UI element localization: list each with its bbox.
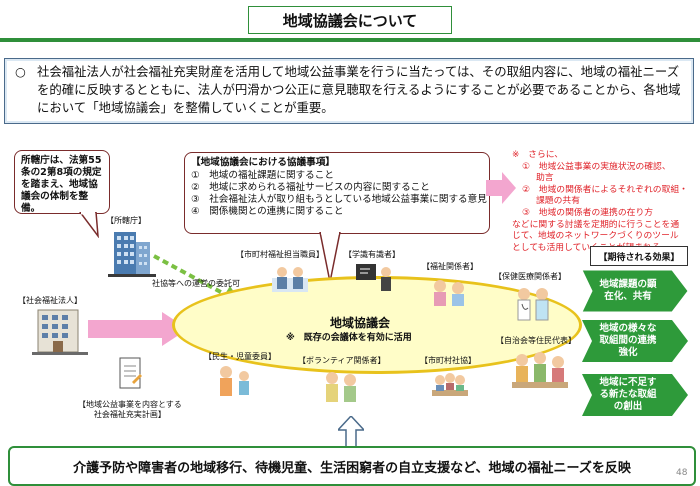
pink-arrow-right bbox=[486, 172, 516, 204]
furthermore-line: などに関する討議を定期的に行うことを通 bbox=[512, 219, 680, 230]
intro-text: 社会福祉法人が社会福祉充実財産を活用して地域公益事業を行うに当たっては、その取組… bbox=[37, 64, 681, 115]
effect-arrow-2: 地域の様々な 取組間の連携 強化 bbox=[582, 320, 688, 362]
council-title: 地域協議会 bbox=[330, 316, 391, 330]
bottom-banner: 介護予防や障害者の地域移行、待機児童、生活困窮者の自立支援など、地域の福祉ニーズ… bbox=[8, 446, 696, 486]
effect-line: る新たな取組 bbox=[599, 389, 657, 400]
authority-callout-tail bbox=[79, 212, 99, 238]
effect-arrow-shape bbox=[582, 374, 688, 416]
council-matters-callout: 【地域協議会における協議事項】 ① 地域の福祉課題に関すること ② 地域に求めら… bbox=[184, 152, 490, 234]
furthermore-line: ② 地域の関係者によるそれぞれの取組・ bbox=[522, 184, 688, 195]
matters-list: ① 地域の福祉課題に関すること ② 地域に求められる福祉サービスの内容に関するこ… bbox=[191, 170, 487, 218]
experts-label: 【学識有識者】 bbox=[344, 250, 400, 259]
matters-item: ④ 関係機関との連携に関すること bbox=[191, 206, 344, 217]
corporation-label: 【社会福祉法人】 bbox=[18, 296, 82, 305]
medical-label: 【保健医療関係者】 bbox=[494, 272, 566, 281]
intro-bullet: ○ bbox=[15, 64, 26, 79]
residents-label: 【自治会等住民代表】 bbox=[496, 336, 576, 345]
effect-text-3: 地域に不足す る新たな取組 の創出 bbox=[582, 374, 674, 416]
city-staff-people-icon bbox=[272, 267, 308, 292]
city-staff-label: 【市町村福祉担当職員】 bbox=[236, 250, 324, 259]
page-title: 地域協議会について bbox=[248, 6, 452, 34]
furthermore-line: 課題の共有 bbox=[536, 196, 580, 207]
up-arrow bbox=[338, 416, 364, 448]
authority-label: 【所轄庁】 bbox=[106, 216, 146, 225]
volunteer-label: 【ボランティア関係者】 bbox=[298, 356, 386, 365]
residents-community-icon bbox=[512, 352, 568, 388]
page-number: 48 bbox=[676, 468, 688, 478]
commission-label: 社協等への運営の委託可 bbox=[152, 279, 240, 288]
expected-effects-heading: 【期待される効果】 bbox=[590, 246, 688, 266]
effect-arrow-3: 地域に不足す る新たな取組 の創出 bbox=[582, 374, 688, 416]
shakyo-meeting-icon bbox=[432, 373, 468, 396]
corporation-building-icon bbox=[32, 309, 88, 355]
volunteer-people-icon bbox=[326, 372, 356, 402]
plan-document-icon bbox=[119, 357, 142, 389]
government-building-icon bbox=[108, 232, 156, 277]
furthermore-line: 助言 bbox=[536, 173, 554, 184]
title-underline bbox=[0, 38, 700, 42]
experts-lecture-icon bbox=[356, 264, 391, 291]
authority-note-callout: 所轄庁は、法第55条の2第8項の規定を踏まえ、地域協議会の体制を整備。 bbox=[14, 150, 110, 214]
matters-item: ① 地域の福祉課題に関すること bbox=[191, 170, 334, 181]
effect-line: 地域の様々な bbox=[599, 323, 657, 334]
furthermore-line: じて、地域のネットワークづくりのツール bbox=[512, 231, 679, 242]
effect-line: 在化、共有 bbox=[604, 291, 652, 302]
matters-item: ③ 社会福祉法人が取り組もうとしている地域公益事業に関する意見 bbox=[191, 194, 487, 205]
effect-arrow-shape bbox=[582, 320, 688, 362]
effect-text-1: 地域課題の顕 在化、共有 bbox=[582, 270, 674, 312]
furthermore-line: ① 地域公益事業の実施状況の確認、 bbox=[522, 161, 671, 172]
effect-line: 取組間の連携 bbox=[599, 335, 657, 346]
welfare-label: 【福祉関係者】 bbox=[422, 262, 478, 271]
effect-text-2: 地域の様々な 取組間の連携 強化 bbox=[582, 320, 674, 362]
matters-item: ② 地域に求められる福祉サービスの内容に関すること bbox=[191, 182, 430, 193]
plan-label: 【地域公益事業を内容とする 社会福祉充実計画】 bbox=[78, 400, 182, 420]
furthermore-note: ※ さらに、 ① 地域公益事業の実施状況の確認、 助言 ② 地域の関係者によるそ… bbox=[512, 150, 700, 254]
authority-note-text: 所轄庁は、法第55条の2第8項の規定を踏まえ、地域協議会の体制を整備。 bbox=[21, 155, 102, 214]
council-subtitle: ※ 既存の会議体を有効に活用 bbox=[286, 333, 412, 343]
effect-line: 地域に不足す bbox=[599, 377, 657, 388]
effect-line: の創出 bbox=[613, 401, 643, 412]
minsei-label: 【民生・児童委員】 bbox=[204, 352, 276, 361]
effect-line: 地域課題の顕 bbox=[599, 279, 657, 290]
matters-heading: 【地域協議会における協議事項】 bbox=[191, 157, 335, 168]
effect-line: 強化 bbox=[618, 347, 638, 358]
medical-staff-icon bbox=[517, 288, 549, 321]
effect-arrow-shape bbox=[582, 270, 688, 312]
pink-arrow-to-council bbox=[88, 312, 188, 346]
effect-arrow-1: 地域課題の顕 在化、共有 bbox=[582, 270, 688, 312]
plan-label-line: 【地域公益事業を内容とする bbox=[78, 400, 182, 409]
furthermore-lead: ※ さらに、 bbox=[512, 150, 564, 160]
bottom-banner-text: 介護予防や障害者の地域移行、待機児童、生活困窮者の自立支援など、地域の福祉ニーズ… bbox=[73, 460, 631, 476]
council-ellipse bbox=[172, 276, 582, 374]
intro-box: ○ 社会福祉法人が社会福祉充実財産を活用して地域公益事業を行うに当たっては、その… bbox=[4, 58, 694, 124]
plan-label-line: 社会福祉充実計画】 bbox=[93, 410, 166, 419]
welfare-care-icon bbox=[434, 280, 464, 306]
minsei-people-icon bbox=[220, 366, 249, 396]
furthermore-line: ③ 地域の関係者の連携の在り方 bbox=[522, 207, 654, 218]
matters-callout-tail bbox=[319, 232, 341, 283]
shakyo-label: 【市町村社協】 bbox=[420, 356, 476, 365]
